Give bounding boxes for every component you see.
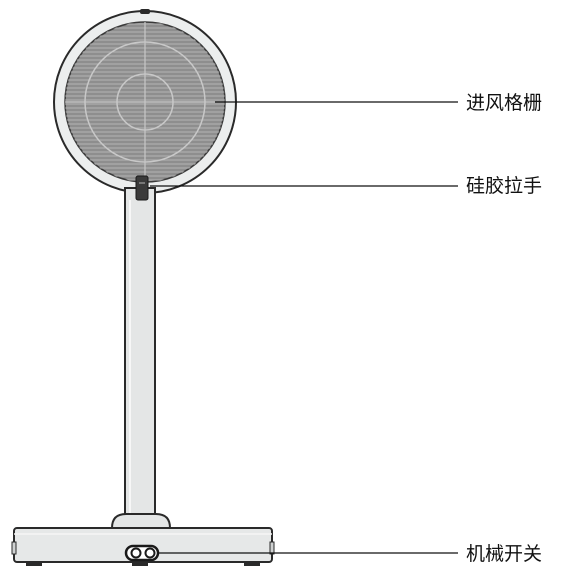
pole xyxy=(124,187,156,524)
silicone-handle xyxy=(135,175,149,201)
mechanical-switch[interactable] xyxy=(124,544,160,562)
grille-label: 进风格栅 xyxy=(466,92,543,114)
fan-head xyxy=(53,9,237,194)
switch-label: 机械开关 xyxy=(466,543,543,565)
handle-label: 硅胶拉手 xyxy=(466,175,543,197)
